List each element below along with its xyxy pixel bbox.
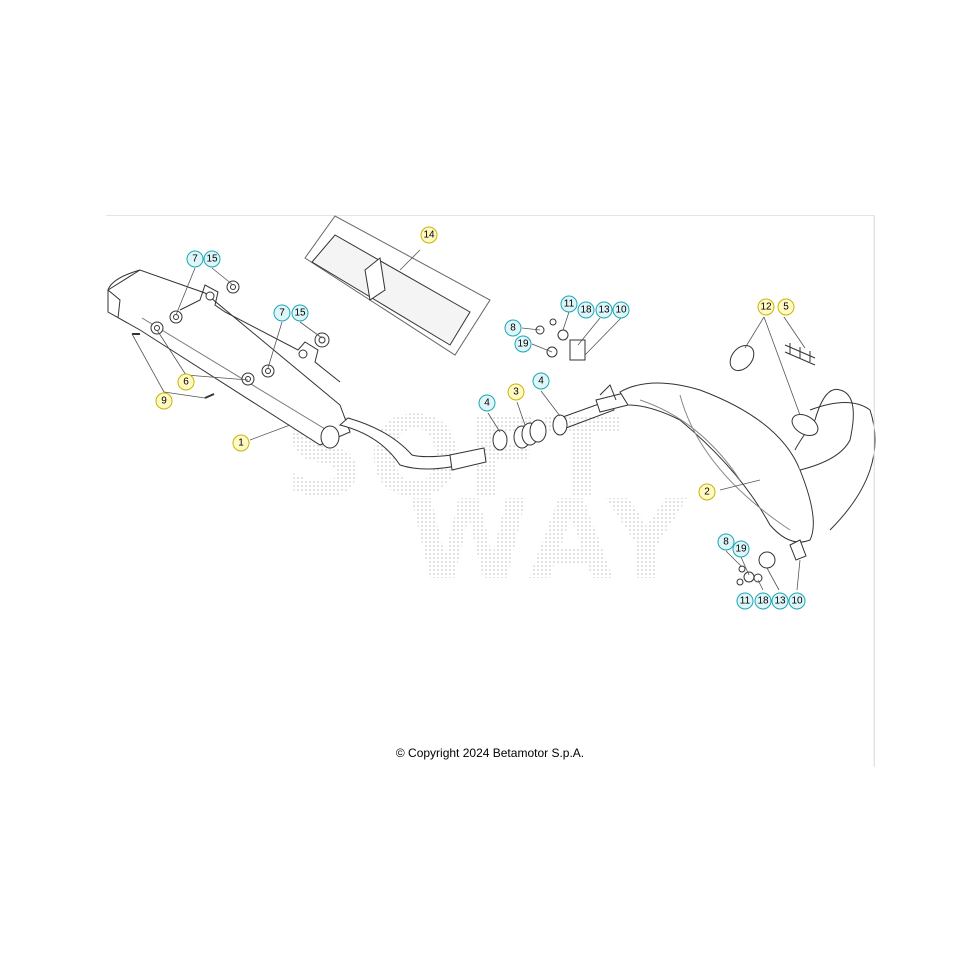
copyright-text: © Copyright 2024 Betamotor S.p.A. [395,746,585,760]
callout-label: 15 [294,308,306,319]
gaskets [492,414,568,451]
callout-13: 13 [595,301,613,319]
callout-10: 10 [612,301,630,319]
expansion-chamber [599,382,876,561]
callout-circle [560,295,578,313]
callout-circle [504,319,522,337]
callout-circle [155,392,173,410]
callout-3: 3 [507,383,525,401]
callout-label: 11 [740,596,751,607]
callout-circle [232,434,250,452]
leader-lines [131,249,806,591]
callout-label: 1 [238,438,244,449]
callout-label: 4 [538,376,544,387]
callout-circle [273,304,291,322]
callout-label: 19 [517,339,529,350]
callout-circle [612,301,630,319]
callout-label: 2 [704,487,710,498]
callout-circle [478,394,496,412]
callout-label: 8 [510,323,516,334]
callout-label: 6 [183,377,189,388]
callout-13: 13 [771,592,789,610]
callout-circle [532,372,550,390]
callout-circle [595,301,613,319]
callout-label: 12 [760,302,772,313]
callout-label: 5 [783,302,789,313]
callout-15: 15 [291,304,309,322]
callout-11: 11 [736,592,754,610]
callout-label: 8 [723,537,729,548]
callout-label: 15 [206,254,218,265]
silencer-packing [304,215,491,356]
callout-5: 5 [777,298,795,316]
callout-label: 3 [513,387,519,398]
callout-18: 18 [754,592,772,610]
callout-label: 13 [598,305,610,316]
callout-label: 10 [615,305,627,316]
callout-circle [754,592,772,610]
callout-label: 18 [757,596,769,607]
callout-circle [777,298,795,316]
callout-14: 14 [420,226,438,244]
callout-circle [788,592,806,610]
callout-label: 9 [161,396,167,407]
callout-6: 6 [177,373,195,391]
callout-4: 4 [532,372,550,390]
callout-circle [577,301,595,319]
callout-1: 1 [232,434,250,452]
callout-7: 7 [186,250,204,268]
callout-11: 11 [560,295,578,313]
callout-2: 2 [698,483,716,501]
callout-8: 8 [717,533,735,551]
watermark-line-2: WAY [408,476,691,604]
callout-label: 11 [564,299,575,310]
callout-label: 7 [279,308,285,319]
callout-circle [507,383,525,401]
muffler [107,269,351,449]
callout-18: 18 [577,301,595,319]
callout-circle [717,533,735,551]
springs [729,343,816,372]
callout-9: 9 [155,392,173,410]
callout-19: 19 [732,540,750,558]
callout-10: 10 [788,592,806,610]
callout-circle [736,592,754,610]
callout-circle [177,373,195,391]
callout-label: 13 [774,596,786,607]
callout-label: 4 [484,398,490,409]
callout-19: 19 [514,335,532,353]
parts-drawing [107,215,876,586]
callout-15: 15 [203,250,221,268]
callout-8: 8 [504,319,522,337]
callout-circle [757,298,775,316]
callout-circle [514,335,532,353]
callout-circle [186,250,204,268]
callout-label: 7 [192,254,198,265]
callout-12: 12 [757,298,775,316]
callout-label: 10 [791,596,803,607]
callout-4: 4 [478,394,496,412]
callout-circle [420,226,438,244]
callout-7: 7 [273,304,291,322]
callout-circle [771,592,789,610]
callout-label: 14 [423,230,435,241]
callout-label: 19 [735,544,747,555]
callout-circle [732,540,750,558]
callout-circle [291,304,309,322]
callout-circle [698,483,716,501]
callout-label: 18 [580,305,592,316]
callout-circle [203,250,221,268]
